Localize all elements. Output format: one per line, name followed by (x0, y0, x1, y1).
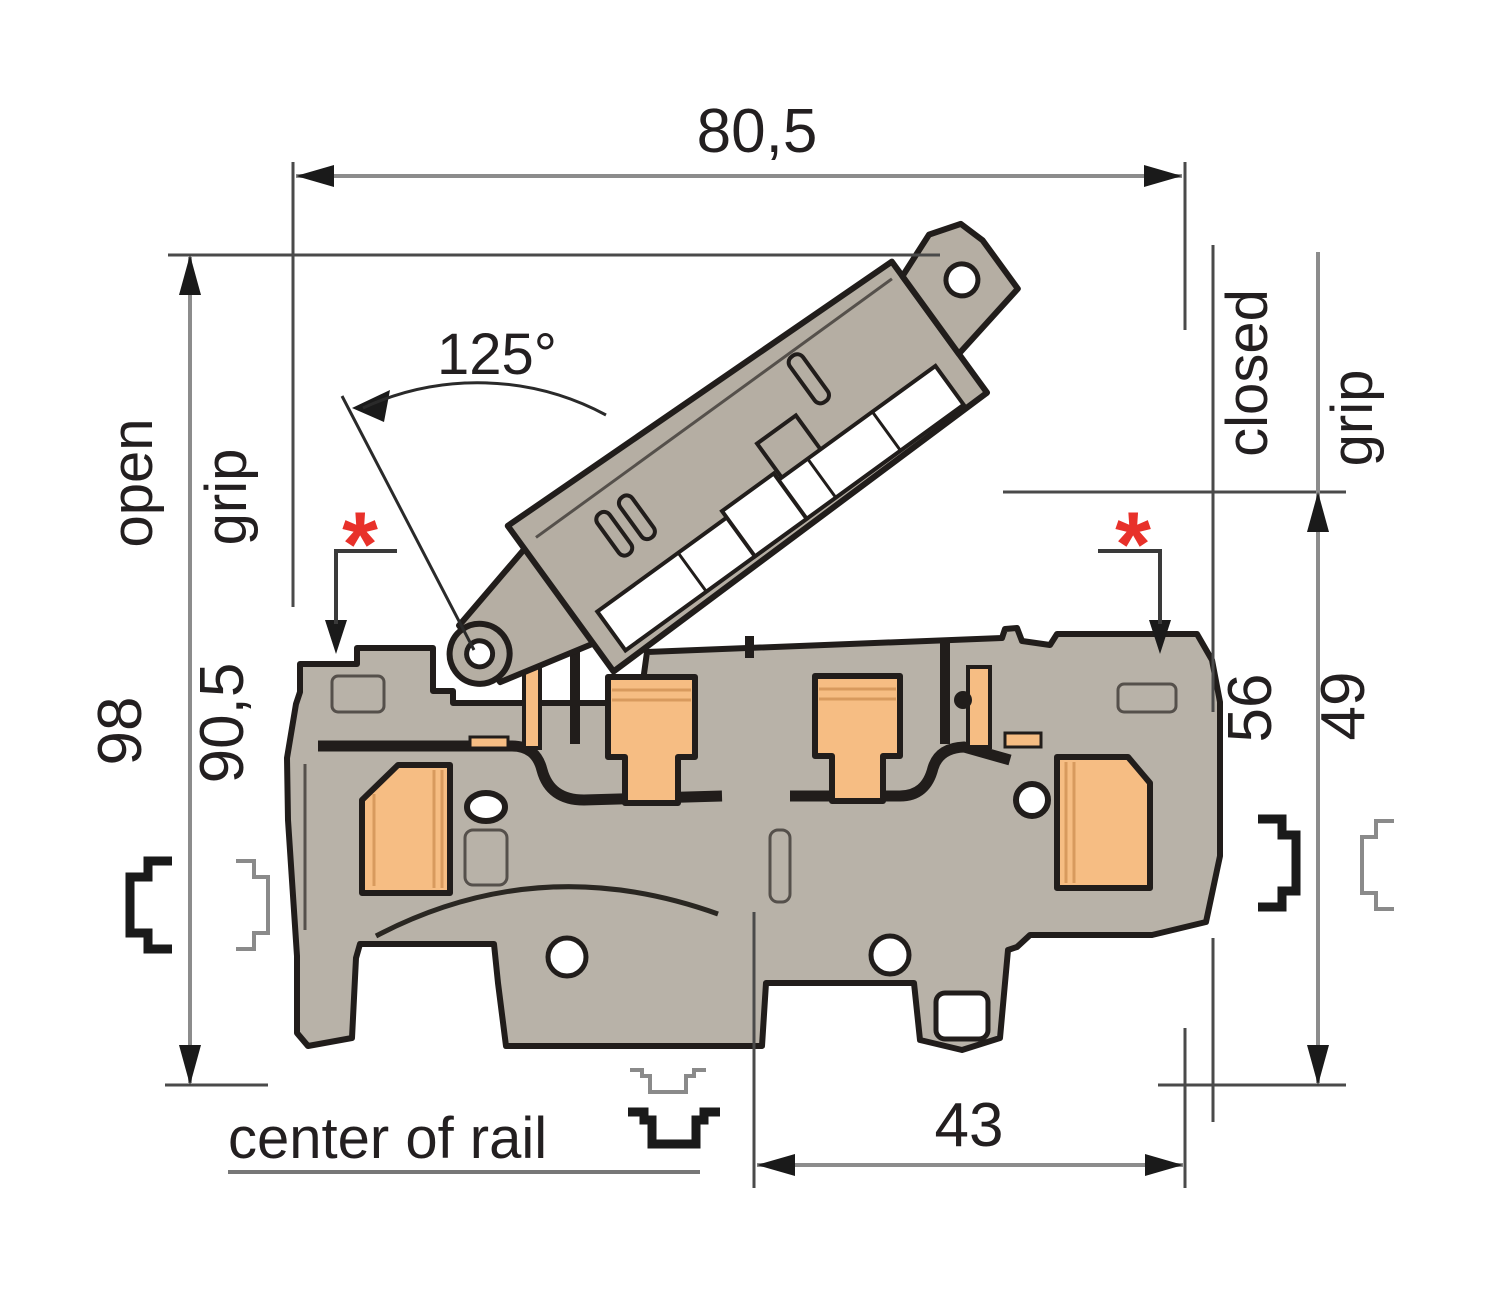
rail-symbol-left-thick (125, 856, 172, 954)
rail-symbol-right-thick (1258, 814, 1301, 912)
contact-strip-left (522, 664, 542, 750)
test-socket-mid (768, 828, 792, 904)
middle-contact-left-shading (612, 688, 691, 702)
dimension-lines (188, 174, 1320, 1174)
test-socket-left (463, 828, 509, 887)
dim-height-closed-outer-label: 56 (1216, 674, 1285, 743)
rivet-hole-left (545, 935, 589, 979)
arrow-width-right (1144, 165, 1182, 187)
label-open-grip: grip (194, 449, 259, 546)
label-center-of-rail: center of rail (228, 1106, 547, 1171)
screw-hole-left (464, 790, 508, 824)
arrow-width-left (296, 165, 334, 187)
footnote-marker-left: * (342, 494, 378, 596)
contact-strip-left-small (468, 735, 510, 750)
dim-height-closed-inner-label: 49 (1309, 672, 1378, 741)
angle-annotation (340, 381, 607, 651)
clamp-block-left-shading (372, 770, 444, 888)
fuse-center-window (719, 470, 810, 560)
lever-inner-line (535, 277, 893, 539)
angle-reference-line (340, 395, 476, 651)
arrow-height-right-up (1307, 492, 1329, 532)
marking-window-right (1116, 682, 1178, 714)
contact-channel-left (318, 740, 723, 806)
clamp-block-left (359, 762, 453, 896)
arrow-leader-left (325, 620, 347, 654)
contact-strip-right (966, 665, 992, 749)
footnote-marker-right: * (1115, 494, 1151, 596)
lever-slot-2 (616, 493, 657, 542)
lever-step-notch (754, 412, 823, 479)
rail-symbol-right-thin (1360, 819, 1394, 911)
leader-right (1098, 549, 1162, 624)
label-closed: closed (1215, 289, 1280, 457)
dim-open-angle-label: 125° (437, 322, 557, 387)
text-labels: 80,5 125° open grip 98 90,5 closed grip … (86, 97, 1385, 1171)
arrow-height-left-up (179, 255, 201, 295)
arrow-height-left-down (179, 1045, 201, 1085)
label-closed-grip: grip (1320, 370, 1385, 467)
clamp-block-right-shading (1064, 762, 1076, 883)
middle-contact-right-shading (819, 687, 896, 701)
angle-arc (362, 381, 607, 417)
dim-height-open-outer-label: 98 (86, 697, 155, 766)
rail-symbols (125, 814, 1394, 1149)
arrow-rail-offset-right (1145, 1154, 1183, 1176)
rail-hat-symbol-thin (630, 1068, 706, 1094)
middle-contact-right (812, 673, 903, 804)
lever-slot-3 (786, 352, 831, 406)
contact-channel-right (790, 741, 1012, 802)
marking-window-left (330, 674, 386, 714)
lever-tab-hole (943, 261, 981, 299)
rail-latch-slot (933, 990, 991, 1042)
arrow-height-right-down (1307, 1045, 1329, 1085)
reference-lines (165, 162, 1346, 1188)
contact-strip-right-small (1003, 731, 1043, 749)
terminal-body (284, 625, 1223, 1053)
dim-overall-width-label: 80,5 (697, 97, 818, 166)
footnote-leaders (334, 549, 1162, 624)
fuse-cartridge-dividers (676, 410, 902, 593)
screw-hole-right (1013, 781, 1051, 819)
rail-hat-symbol-thick (628, 1107, 720, 1149)
clamp-block-right (1054, 754, 1153, 891)
latch-pivot-dot (954, 691, 972, 709)
dim-height-open-inner-label: 90,5 (188, 663, 257, 784)
middle-contact-left (605, 674, 698, 806)
label-open: open (100, 418, 165, 547)
lever-slot-1 (594, 509, 635, 558)
rivet-hole-right (868, 933, 912, 977)
arrow-leader-right (1149, 620, 1171, 654)
top-latch-notch (745, 636, 754, 658)
lever-body (504, 258, 991, 675)
body-arch-line (374, 884, 719, 939)
arrow-rail-offset-left (757, 1154, 795, 1176)
leader-left (334, 549, 397, 624)
rail-symbol-left-thin (236, 859, 270, 951)
dim-rail-offset-label: 43 (935, 1091, 1004, 1160)
